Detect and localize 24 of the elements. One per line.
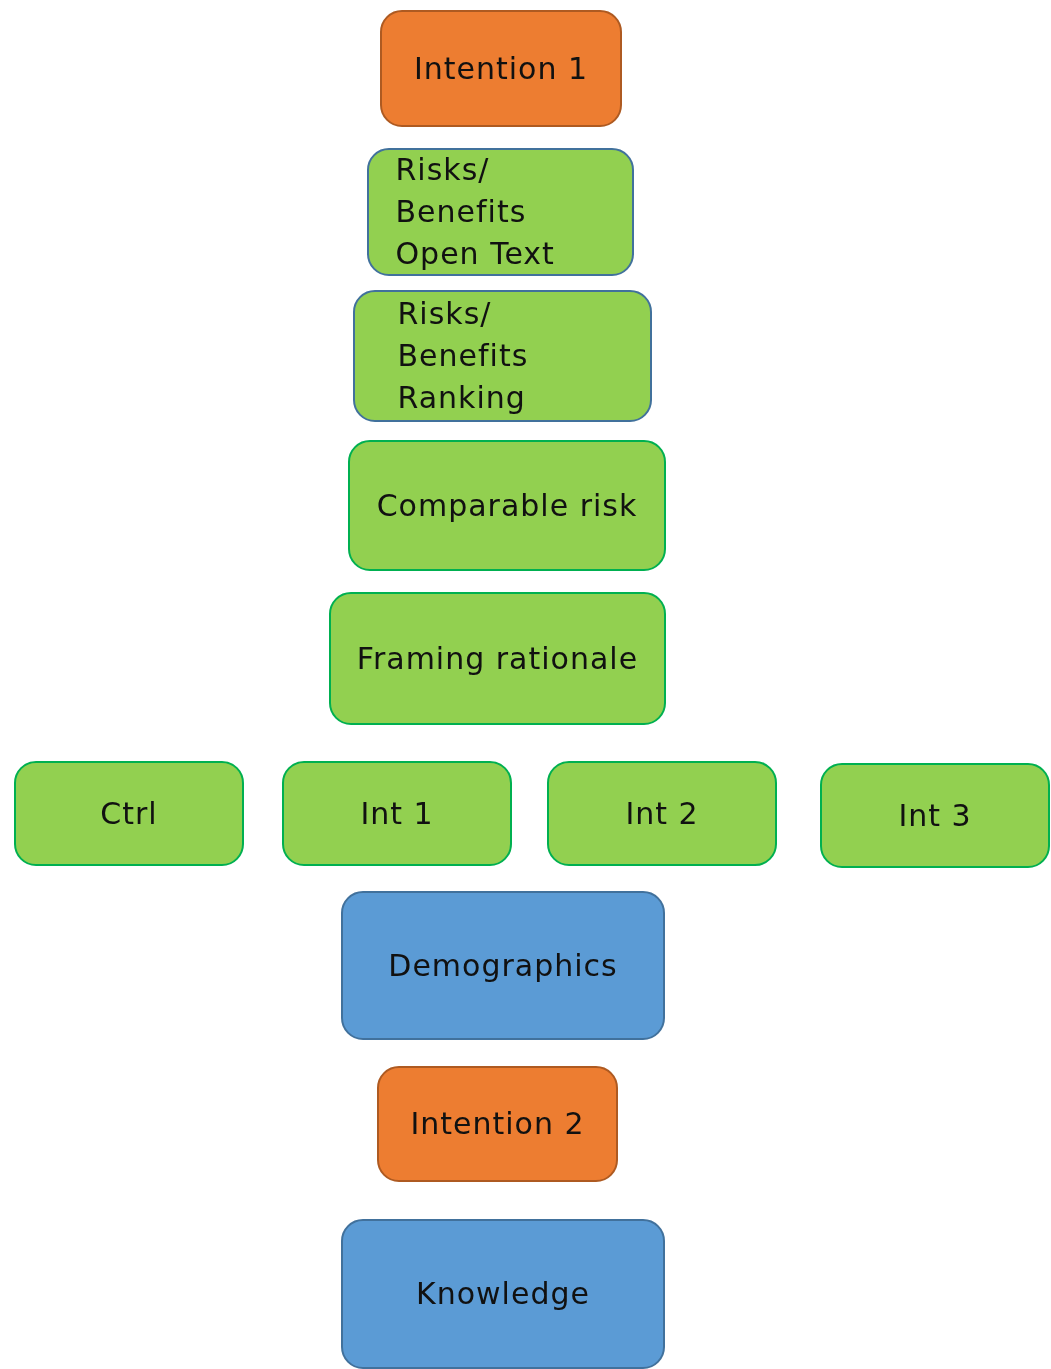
box-label: Risks/ Benefits Open Text <box>395 151 556 273</box>
process-box <box>348 440 666 571</box>
process-box <box>353 290 652 422</box>
box-label: Demographics <box>388 946 618 985</box>
process-box <box>14 761 244 866</box>
process-box <box>820 763 1050 868</box>
box-label: Int 2 <box>625 794 699 833</box>
process-box <box>377 1066 618 1182</box>
box-label: Risks/ Benefits Ranking <box>397 295 530 417</box>
box-label: Framing rationale <box>356 639 639 678</box>
box-label: Int 3 <box>898 796 972 835</box>
process-box <box>341 1219 665 1369</box>
process-box <box>547 761 777 866</box>
box-label: Comparable risk <box>376 486 638 525</box>
box-label: Intention 2 <box>410 1105 585 1143</box>
process-box <box>380 10 622 127</box>
process-box <box>367 148 634 276</box>
process-box <box>329 592 666 725</box>
process-box <box>282 761 512 866</box>
box-label: Intention 1 <box>413 49 589 88</box>
box-label: Knowledge <box>416 1275 590 1313</box>
box-label: Ctrl <box>100 794 158 833</box>
box-label: Int 1 <box>360 794 434 833</box>
process-box <box>341 891 665 1040</box>
